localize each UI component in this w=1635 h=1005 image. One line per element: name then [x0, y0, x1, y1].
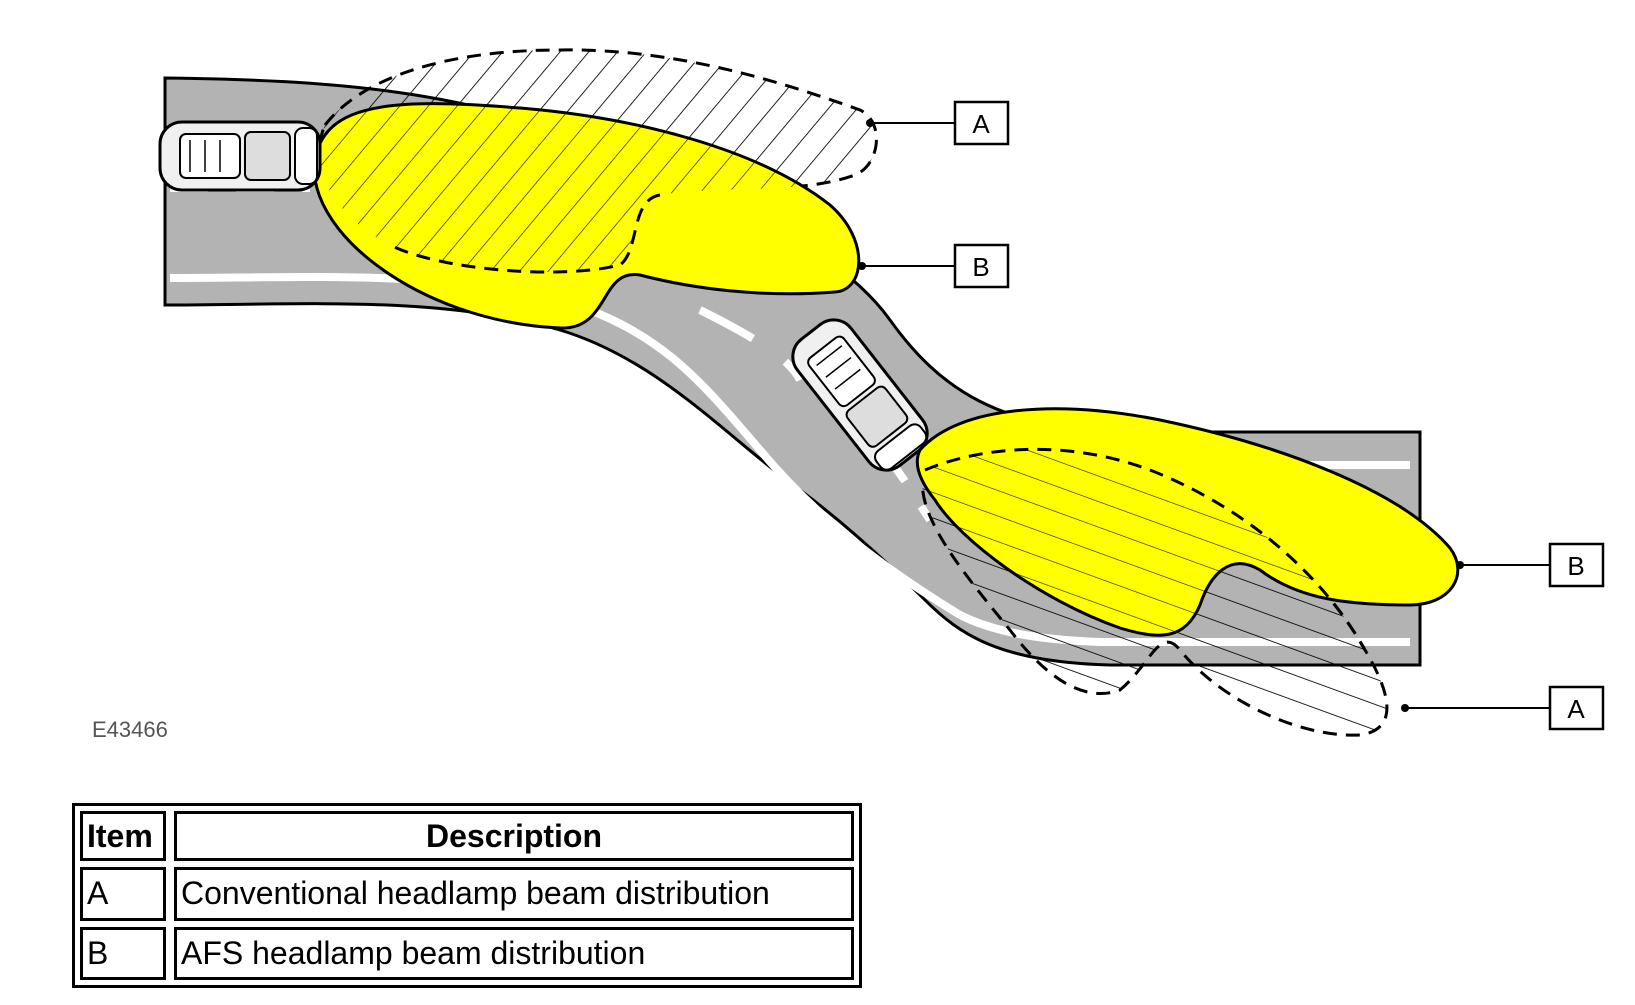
legend-header-row: Item Description: [80, 811, 854, 861]
callout-label: A: [1567, 694, 1585, 724]
figure-id: E43466: [92, 717, 168, 742]
legend-item-cell: A: [80, 867, 166, 921]
callout-A-top: A: [866, 100, 1010, 146]
headlamp-beam-diagram: A B B A E43466: [92, 48, 1605, 742]
legend-table: Item Description A Conventional headlamp…: [72, 803, 862, 988]
legend-description-cell: AFS headlamp beam distribution: [174, 926, 854, 980]
table-row: B AFS headlamp beam distribution: [80, 926, 854, 980]
callout-label: B: [1567, 551, 1584, 581]
legend-header-description: Description: [174, 811, 854, 861]
legend-header-item: Item: [80, 811, 166, 861]
callout-A-bottom: A: [1401, 685, 1605, 731]
callout-B-top: B: [858, 243, 1010, 289]
callout-B-bottom: B: [1456, 542, 1605, 588]
legend-item-cell: B: [80, 926, 166, 980]
callout-label: A: [972, 109, 990, 139]
vehicle-top-left: [158, 120, 322, 192]
callout-label: B: [972, 252, 989, 282]
vehicle-middle: [791, 318, 929, 472]
legend-description-cell: Conventional headlamp beam distribution: [174, 867, 854, 921]
table-row: A Conventional headlamp beam distributio…: [80, 867, 854, 921]
